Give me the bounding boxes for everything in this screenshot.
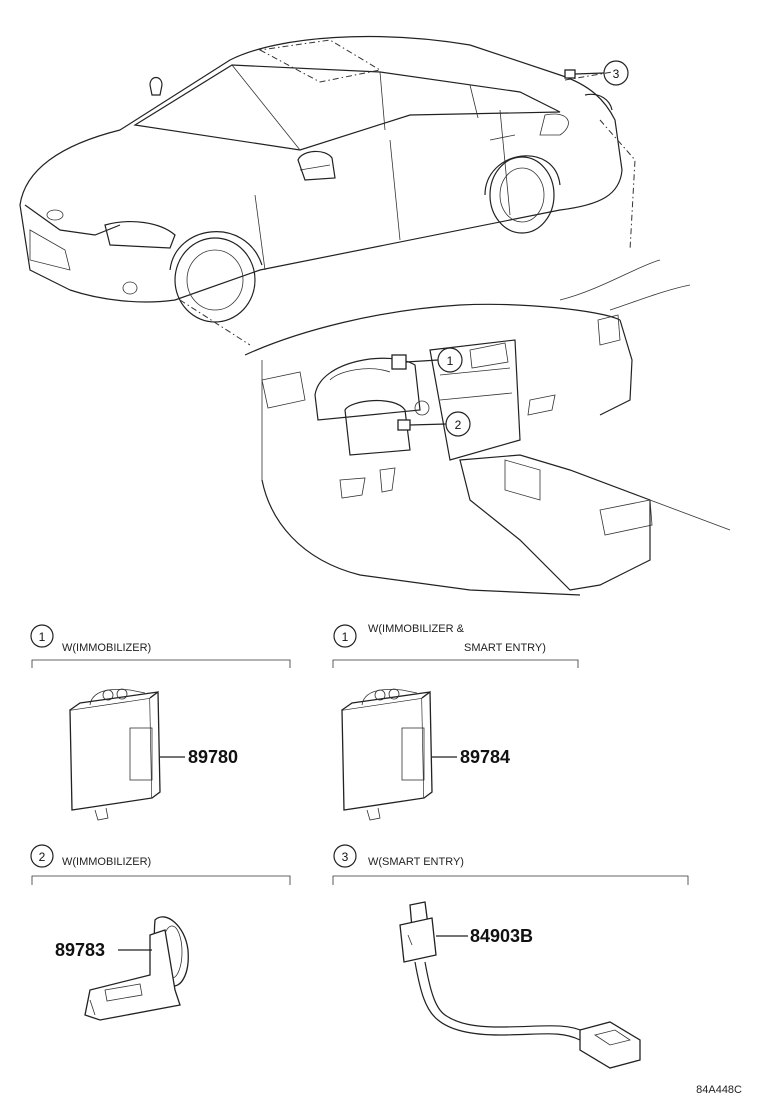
callout-1-dash: 1 [447,354,454,368]
section-1-immobilizer-smart-entry: 1 W(IMMOBILIZER & SMART ENTRY) 89784 [332,623,579,821]
part-number-89780: 89780 [188,747,238,767]
section-1-title: W(IMMOBILIZER) [62,642,151,654]
section-1b-title-line2: SMART ENTRY) [464,642,546,654]
dashboard-illustration: 1 2 [244,259,731,596]
section-3-smart-entry: 3 W(SMART ENTRY) 84903B [332,844,689,1069]
section-1b-title-line1: W(IMMOBILIZER & [368,623,465,635]
part-number-89784: 89784 [460,747,510,767]
section-1b-number: 1 [342,630,349,644]
section-1-number: 1 [39,630,46,644]
part-number-89783: 89783 [55,940,105,960]
section-3-title: W(SMART ENTRY) [368,856,464,868]
part-number-84903B: 84903B [470,926,533,946]
callout-2-dash: 2 [455,418,462,432]
car-illustration: 3 [19,35,636,346]
section-2-number: 2 [39,850,46,864]
section-3-number: 3 [342,850,349,864]
illustration-code: 84A448C [696,1084,742,1096]
callout-3-car: 3 [613,67,620,81]
section-2-immobilizer: 2 W(IMMOBILIZER) 89783 [30,844,291,1021]
section-2-title: W(IMMOBILIZER) [62,856,151,868]
section-1-immobilizer: 1 W(IMMOBILIZER) 89780 [30,624,291,821]
